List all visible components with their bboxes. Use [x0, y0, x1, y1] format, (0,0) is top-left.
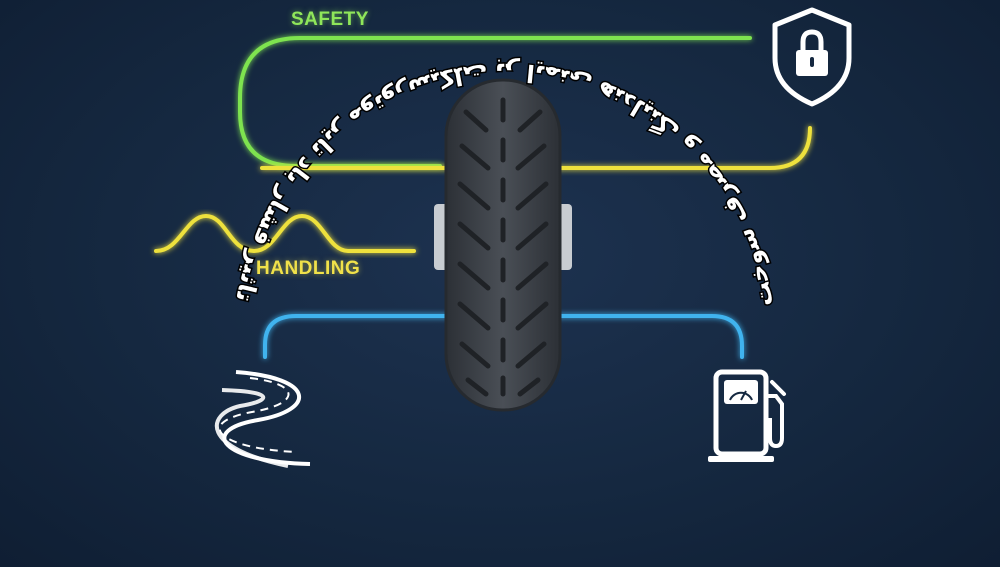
svg-text:تاثیر فشار باد تایر موتورسیکلت: تاثیر فشار باد تایر موتورسیکلت بر ایمنی …: [230, 58, 779, 309]
handling-label: HANDLING: [256, 258, 361, 279]
motorcycle-tire-icon: [434, 78, 572, 412]
handling-wave-icon: [154, 213, 416, 254]
winding-road-icon: [214, 370, 311, 468]
shield-lock-icon: [772, 7, 852, 107]
fuel-pump-icon: [708, 369, 786, 462]
safety-loop-line: [238, 36, 752, 168]
safety-connector-line: [260, 126, 812, 170]
caption-title: تاثیر فشار باد تایر موتورسیکلت بر ایمنی …: [229, 56, 781, 310]
safety-label: SAFETY: [291, 9, 369, 30]
